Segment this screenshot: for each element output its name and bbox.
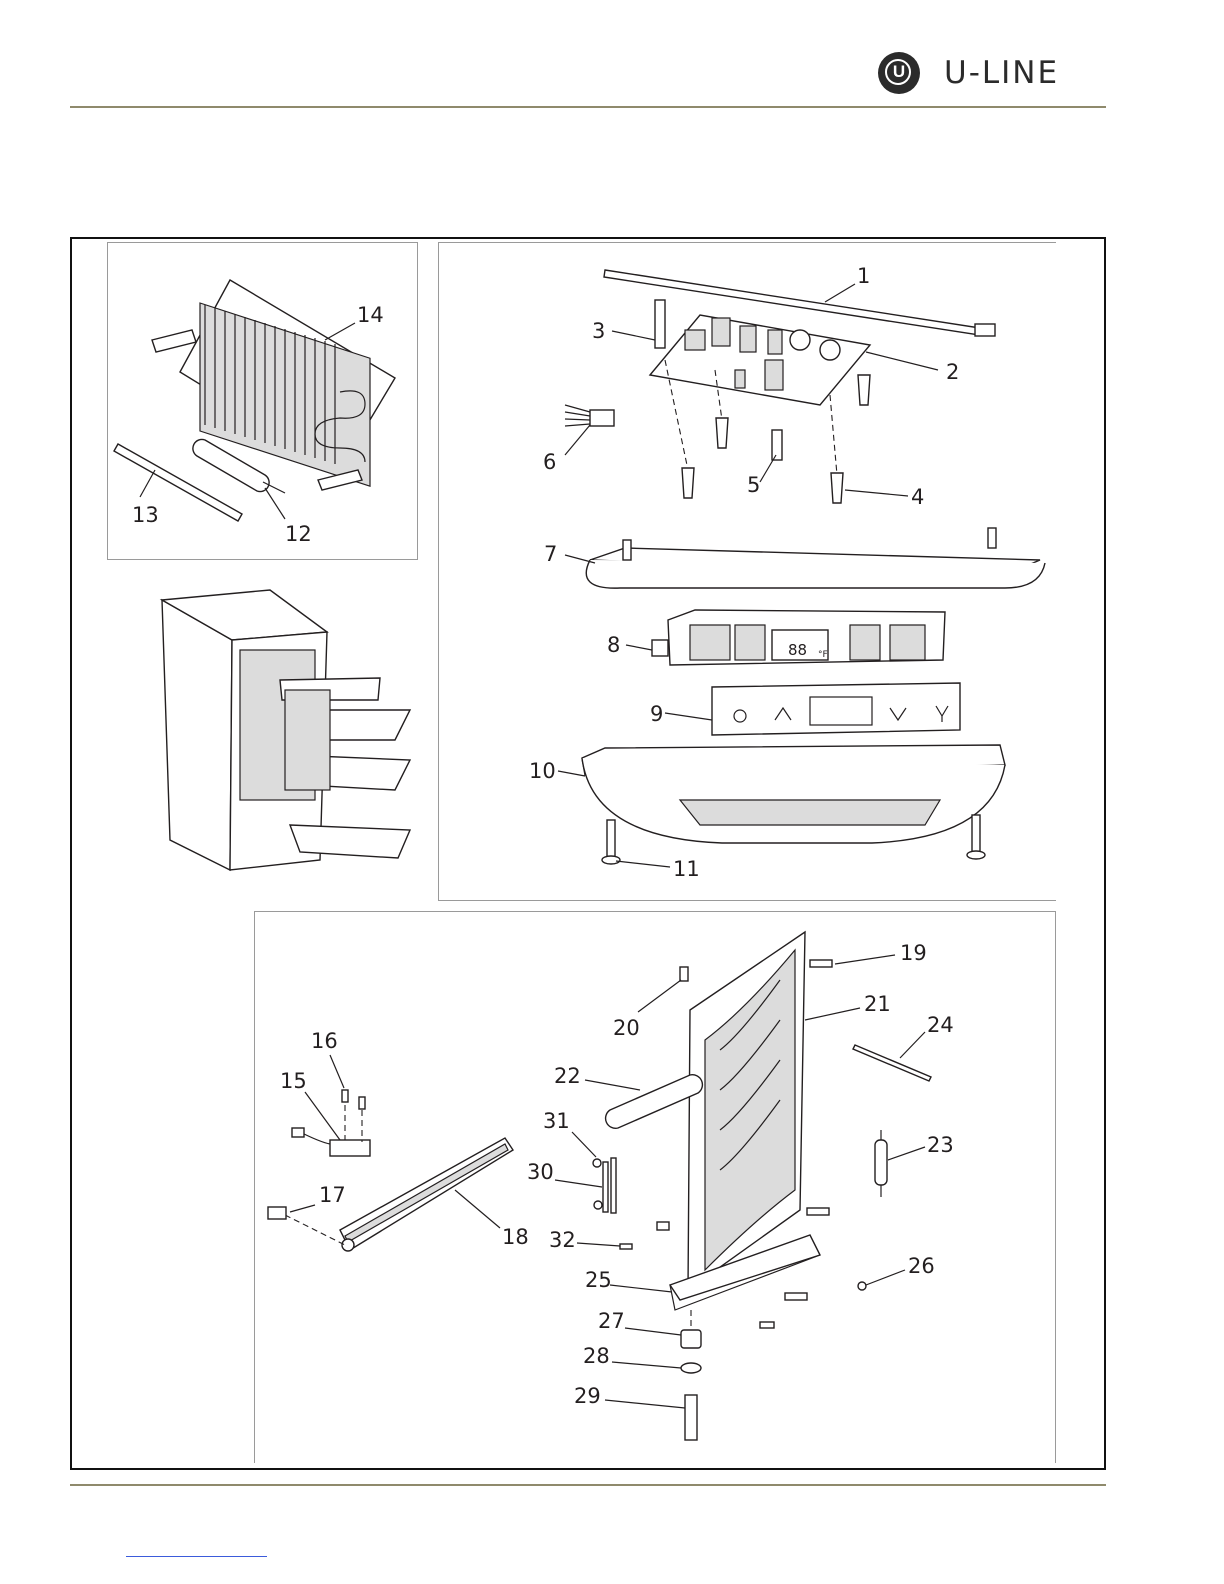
callout-16: 16 bbox=[311, 1029, 338, 1053]
callout-10: 10 bbox=[529, 759, 556, 783]
callout-29: 29 bbox=[574, 1384, 601, 1408]
thermistor-probe bbox=[853, 1045, 931, 1081]
control-display-module: 88 °F bbox=[652, 610, 945, 665]
display-readout: 88 bbox=[788, 641, 807, 659]
callout-24: 24 bbox=[927, 1013, 954, 1037]
callout-17: 17 bbox=[319, 1183, 346, 1207]
callout-11: 11 bbox=[673, 857, 700, 881]
drain-tube bbox=[606, 1075, 703, 1129]
callout-8: 8 bbox=[607, 633, 620, 657]
thermostat-sensor bbox=[292, 1090, 370, 1156]
callout-3: 3 bbox=[592, 319, 605, 343]
display-unit: °F bbox=[818, 650, 828, 660]
evaporator-plate bbox=[688, 932, 805, 1290]
footer-rule bbox=[70, 1484, 1106, 1486]
control-board bbox=[650, 315, 870, 405]
control-overlay-panel bbox=[712, 683, 960, 735]
callout-9: 9 bbox=[650, 702, 663, 726]
callout-14: 14 bbox=[357, 303, 384, 327]
callout-27: 27 bbox=[598, 1309, 625, 1333]
callout-13: 13 bbox=[132, 503, 159, 527]
callout-25: 25 bbox=[585, 1268, 612, 1292]
callout-23: 23 bbox=[927, 1133, 954, 1157]
callout-2: 2 bbox=[946, 360, 959, 384]
callout-12: 12 bbox=[285, 522, 312, 546]
wire-harness-connector bbox=[565, 405, 614, 426]
callout-22: 22 bbox=[554, 1064, 581, 1088]
callout-26: 26 bbox=[908, 1254, 935, 1278]
callout-30: 30 bbox=[527, 1160, 554, 1184]
filter-drier-small bbox=[875, 1130, 887, 1197]
callout-7: 7 bbox=[544, 542, 557, 566]
callout-21: 21 bbox=[864, 992, 891, 1016]
callout-28: 28 bbox=[583, 1344, 610, 1368]
callout-4: 4 bbox=[911, 485, 924, 509]
cabinet-overview bbox=[162, 590, 410, 870]
callout-1: 1 bbox=[857, 264, 870, 288]
callout-5: 5 bbox=[747, 473, 760, 497]
callout-31: 31 bbox=[543, 1109, 570, 1133]
board-connector-post bbox=[655, 300, 665, 348]
callout-20: 20 bbox=[613, 1016, 640, 1040]
callout-19: 19 bbox=[900, 941, 927, 965]
heater-strip bbox=[268, 1138, 513, 1251]
footer-link-underline[interactable] bbox=[126, 1556, 267, 1557]
bracket-parts bbox=[593, 1158, 632, 1249]
callout-32: 32 bbox=[549, 1228, 576, 1252]
control-housing-bottom bbox=[582, 745, 1005, 843]
control-housing-top bbox=[586, 528, 1045, 588]
callout-6: 6 bbox=[543, 450, 556, 474]
callout-15: 15 bbox=[280, 1069, 307, 1093]
drain-fitting bbox=[681, 1310, 701, 1440]
callout-18: 18 bbox=[502, 1225, 529, 1249]
